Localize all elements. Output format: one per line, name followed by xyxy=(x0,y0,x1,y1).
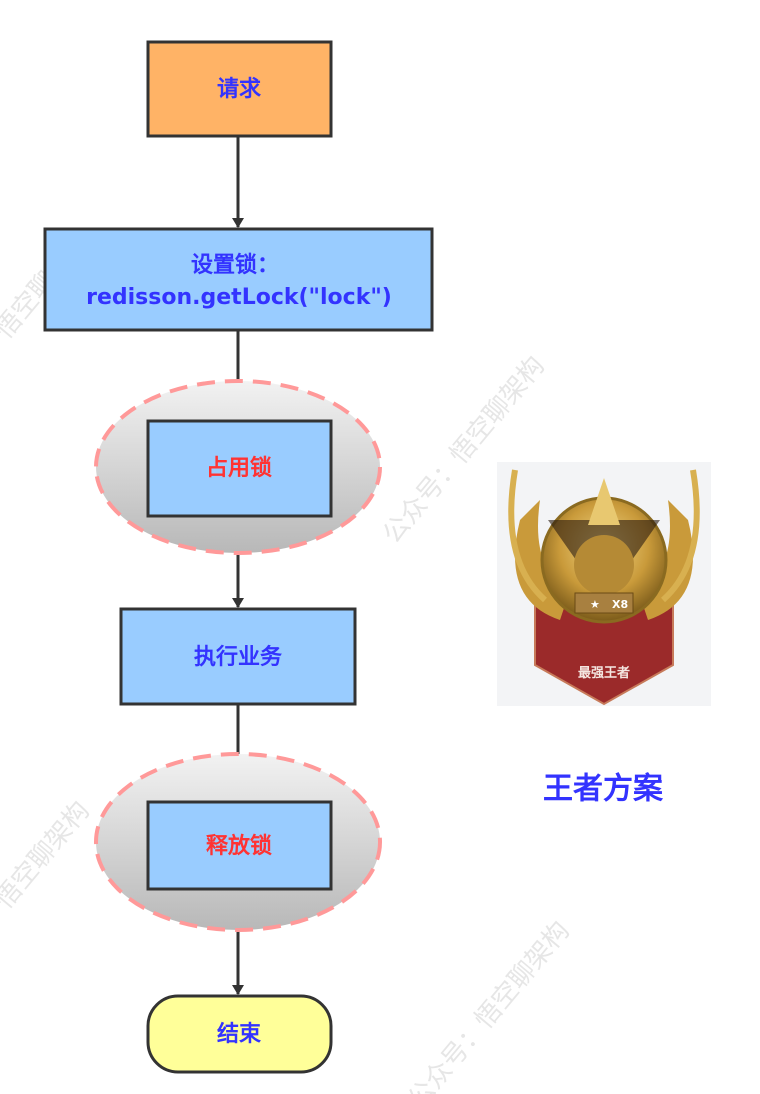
node-execute-label: 执行业务 xyxy=(194,644,283,670)
node-set-lock: 设置锁： redisson.getLock("lock") xyxy=(43,227,434,332)
node-end-label: 结束 xyxy=(217,1021,262,1047)
node-request: 请求 xyxy=(146,40,333,138)
king-rank-badge-image: ★ X8 最强王者 xyxy=(497,462,711,706)
node-release-lock-label: 释放锁 xyxy=(206,833,272,859)
svg-text:公众号：悟空聊架构: 公众号：悟空聊架构 xyxy=(0,796,96,995)
badge-star-count: X8 xyxy=(612,598,628,611)
svg-text:公众号：悟空聊架构: 公众号：悟空聊架构 xyxy=(402,916,575,1094)
node-execute: 执行业务 xyxy=(119,607,357,706)
node-release-lock: 释放锁 xyxy=(146,800,333,891)
node-set-lock-title: 设置锁： xyxy=(191,252,279,278)
node-acquire-lock: 占用锁 xyxy=(146,419,333,518)
node-end: 结束 xyxy=(146,994,333,1074)
node-request-label: 请求 xyxy=(217,76,261,102)
badge-caption: 王者方案 xyxy=(543,772,664,807)
node-set-lock-code: redisson.getLock("lock") xyxy=(86,285,392,310)
badge-star-icon: ★ xyxy=(590,598,600,611)
node-acquire-lock-label: 占用锁 xyxy=(206,455,272,481)
badge-rank-text: 最强王者 xyxy=(578,665,630,681)
